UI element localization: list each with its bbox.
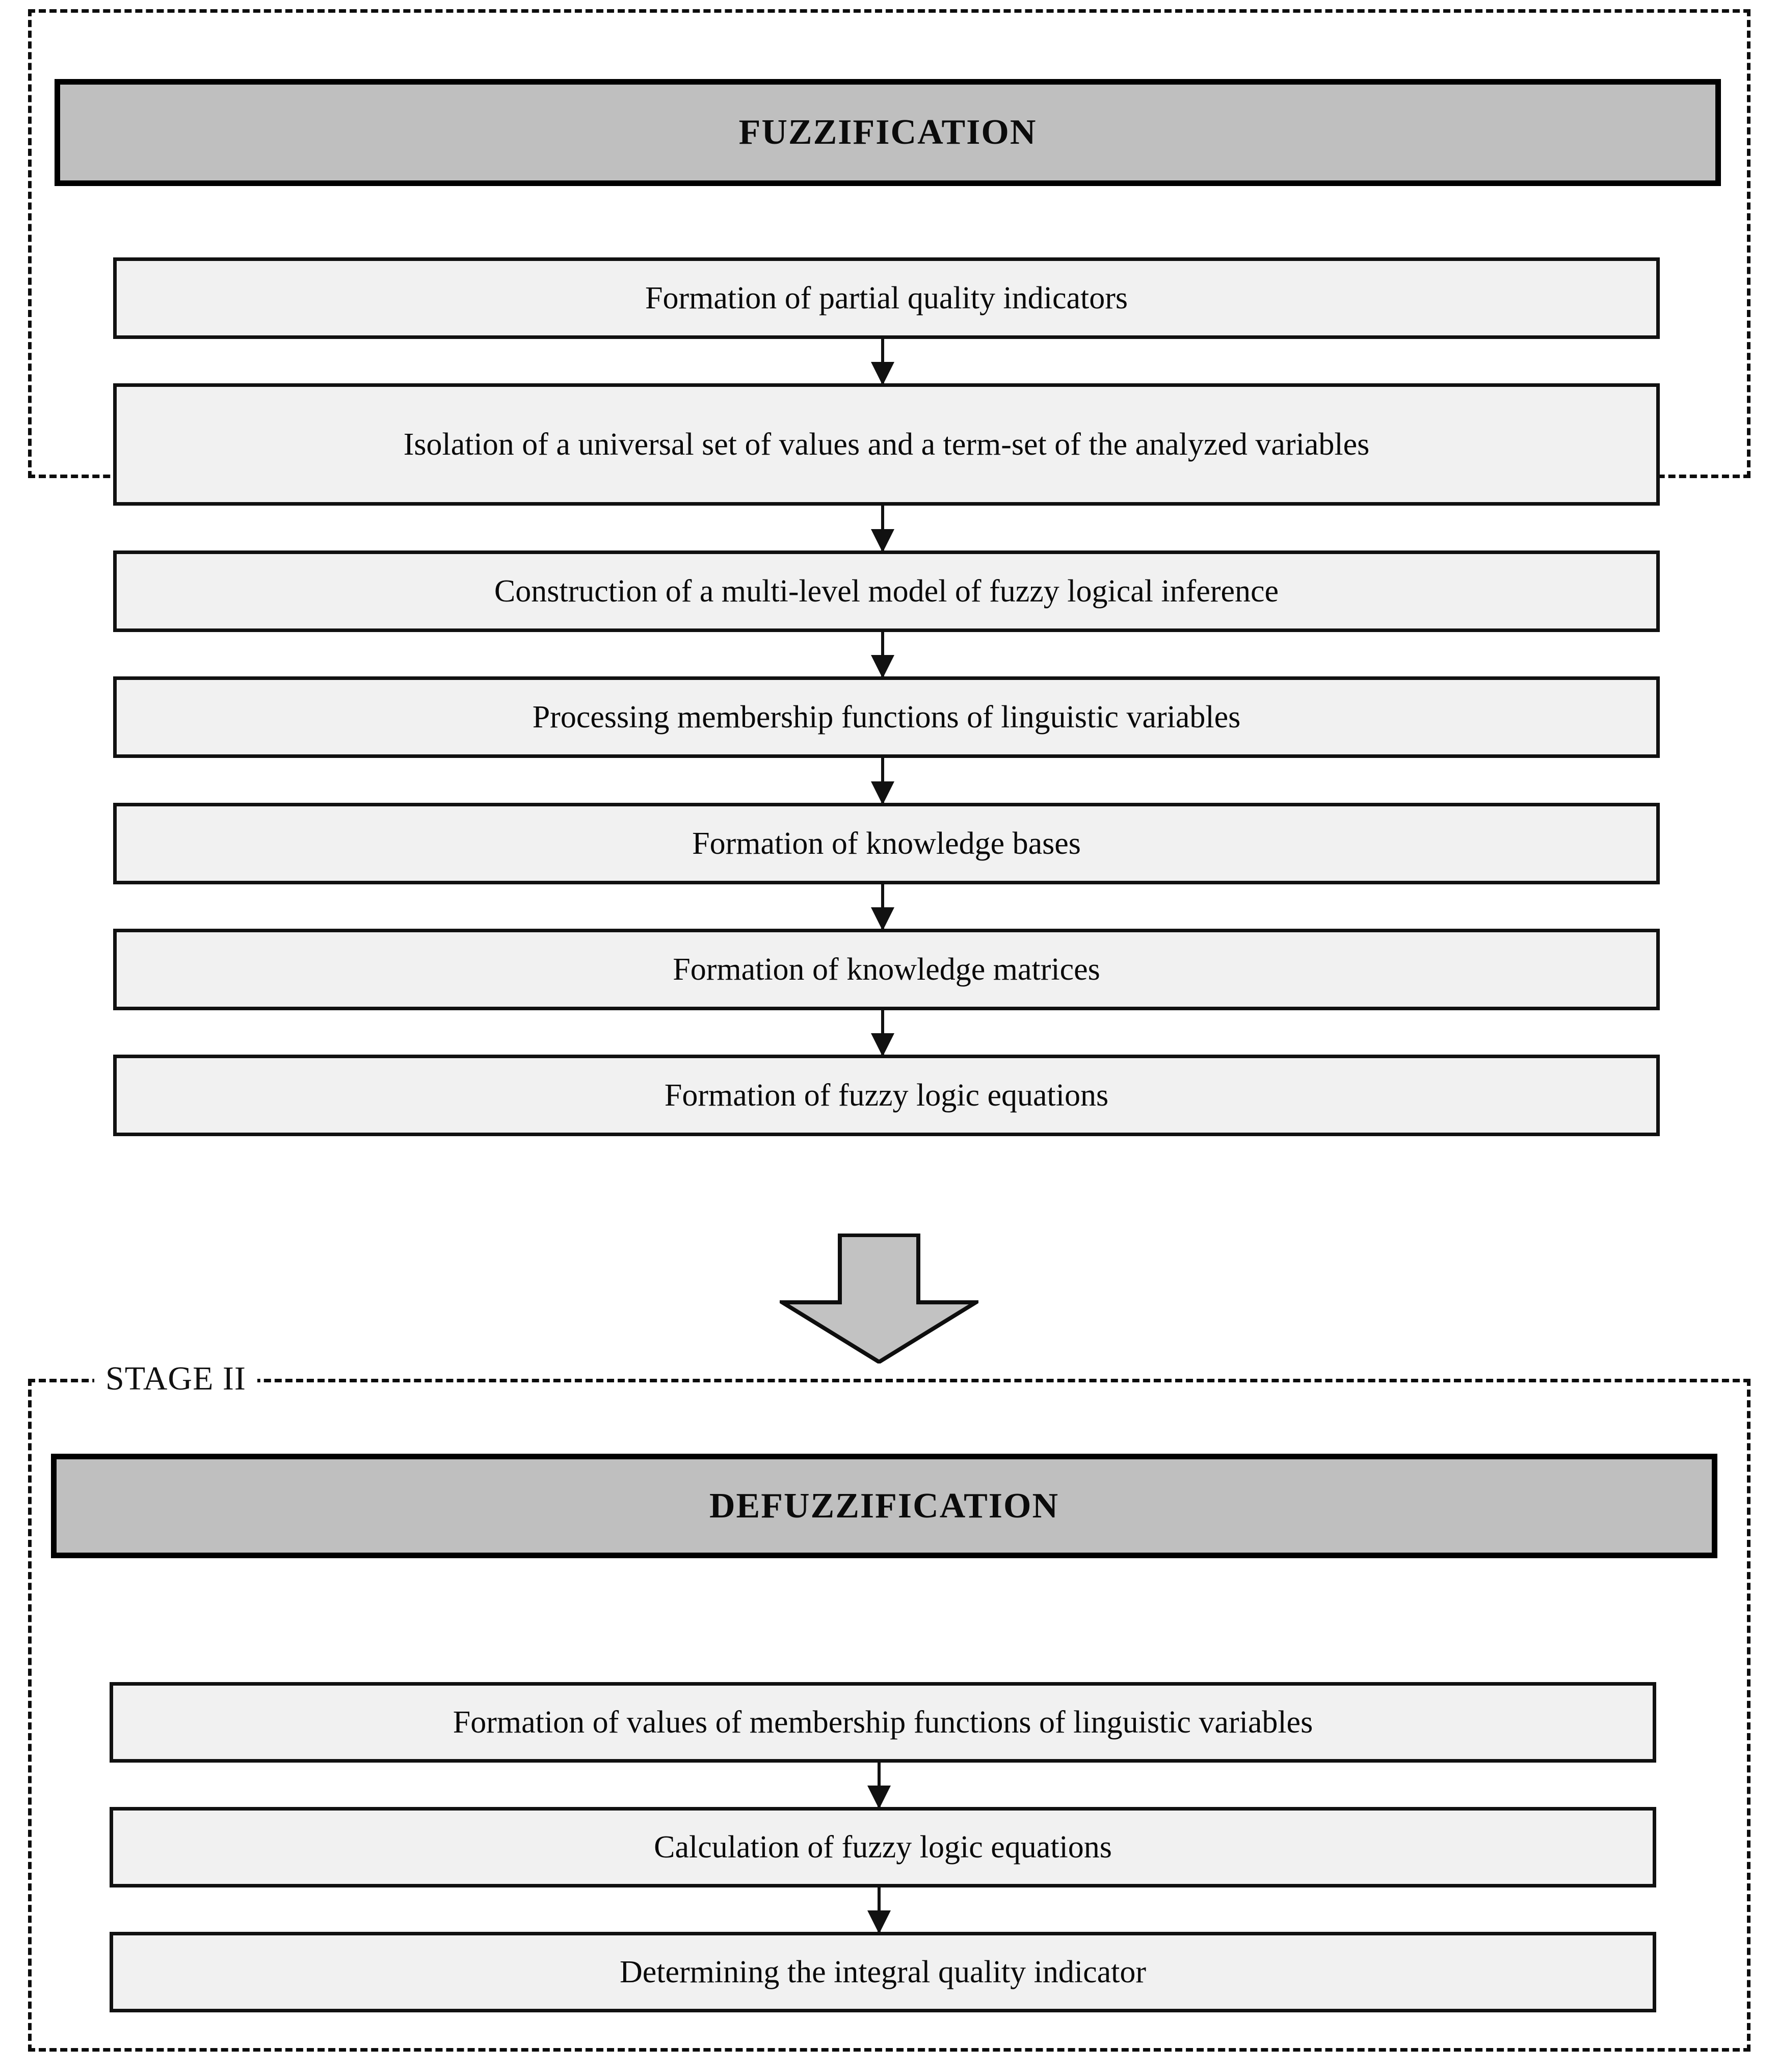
step-formation-of-knowledge-matrices: Formation of knowledge matrices [113,929,1660,1010]
connector-arrow-down-icon [881,506,884,550]
connector-arrow-down-icon [881,758,884,803]
block-arrow-shape [780,1234,978,1363]
fuzzification-banner: FUZZIFICATION [55,79,1721,186]
step-formation-of-values-of-membership-functions: Formation of values of membership functi… [110,1682,1656,1763]
step-processing-membership-functions: Processing membership functions of lingu… [113,676,1660,758]
connector-arrow-down-icon [881,1010,884,1055]
step-calculation-of-fuzzy-logic-equations: Calculation of fuzzy logic equations [110,1807,1656,1887]
step-formation-of-partial-quality-indicators: Formation of partial quality indicators [113,257,1660,339]
connector-arrow-down-icon [881,632,884,676]
stage-transition-arrow-icon [780,1234,978,1363]
connector-arrow-down-icon [881,884,884,929]
step-construction-of-multilevel-model: Construction of a multi-level model of f… [113,550,1660,632]
stage-two-label: STAGE II [94,1360,257,1398]
step-formation-of-knowledge-bases: Formation of knowledge bases [113,803,1660,884]
step-formation-of-fuzzy-logic-equations: Formation of fuzzy logic equations [113,1055,1660,1136]
connector-arrow-down-icon [881,339,884,383]
step-determining-the-integral-quality-indicator: Determining the integral quality indicat… [110,1932,1656,2012]
step-isolation-of-universal-set: Isolation of a universal set of values a… [113,383,1660,506]
defuzzification-banner: DEFUZZIFICATION [51,1454,1717,1558]
connector-arrow-down-icon [878,1887,881,1932]
connector-arrow-down-icon [878,1763,881,1807]
stage-one-container: FUZZIFICATION Formation of partial quali… [28,9,1751,1136]
